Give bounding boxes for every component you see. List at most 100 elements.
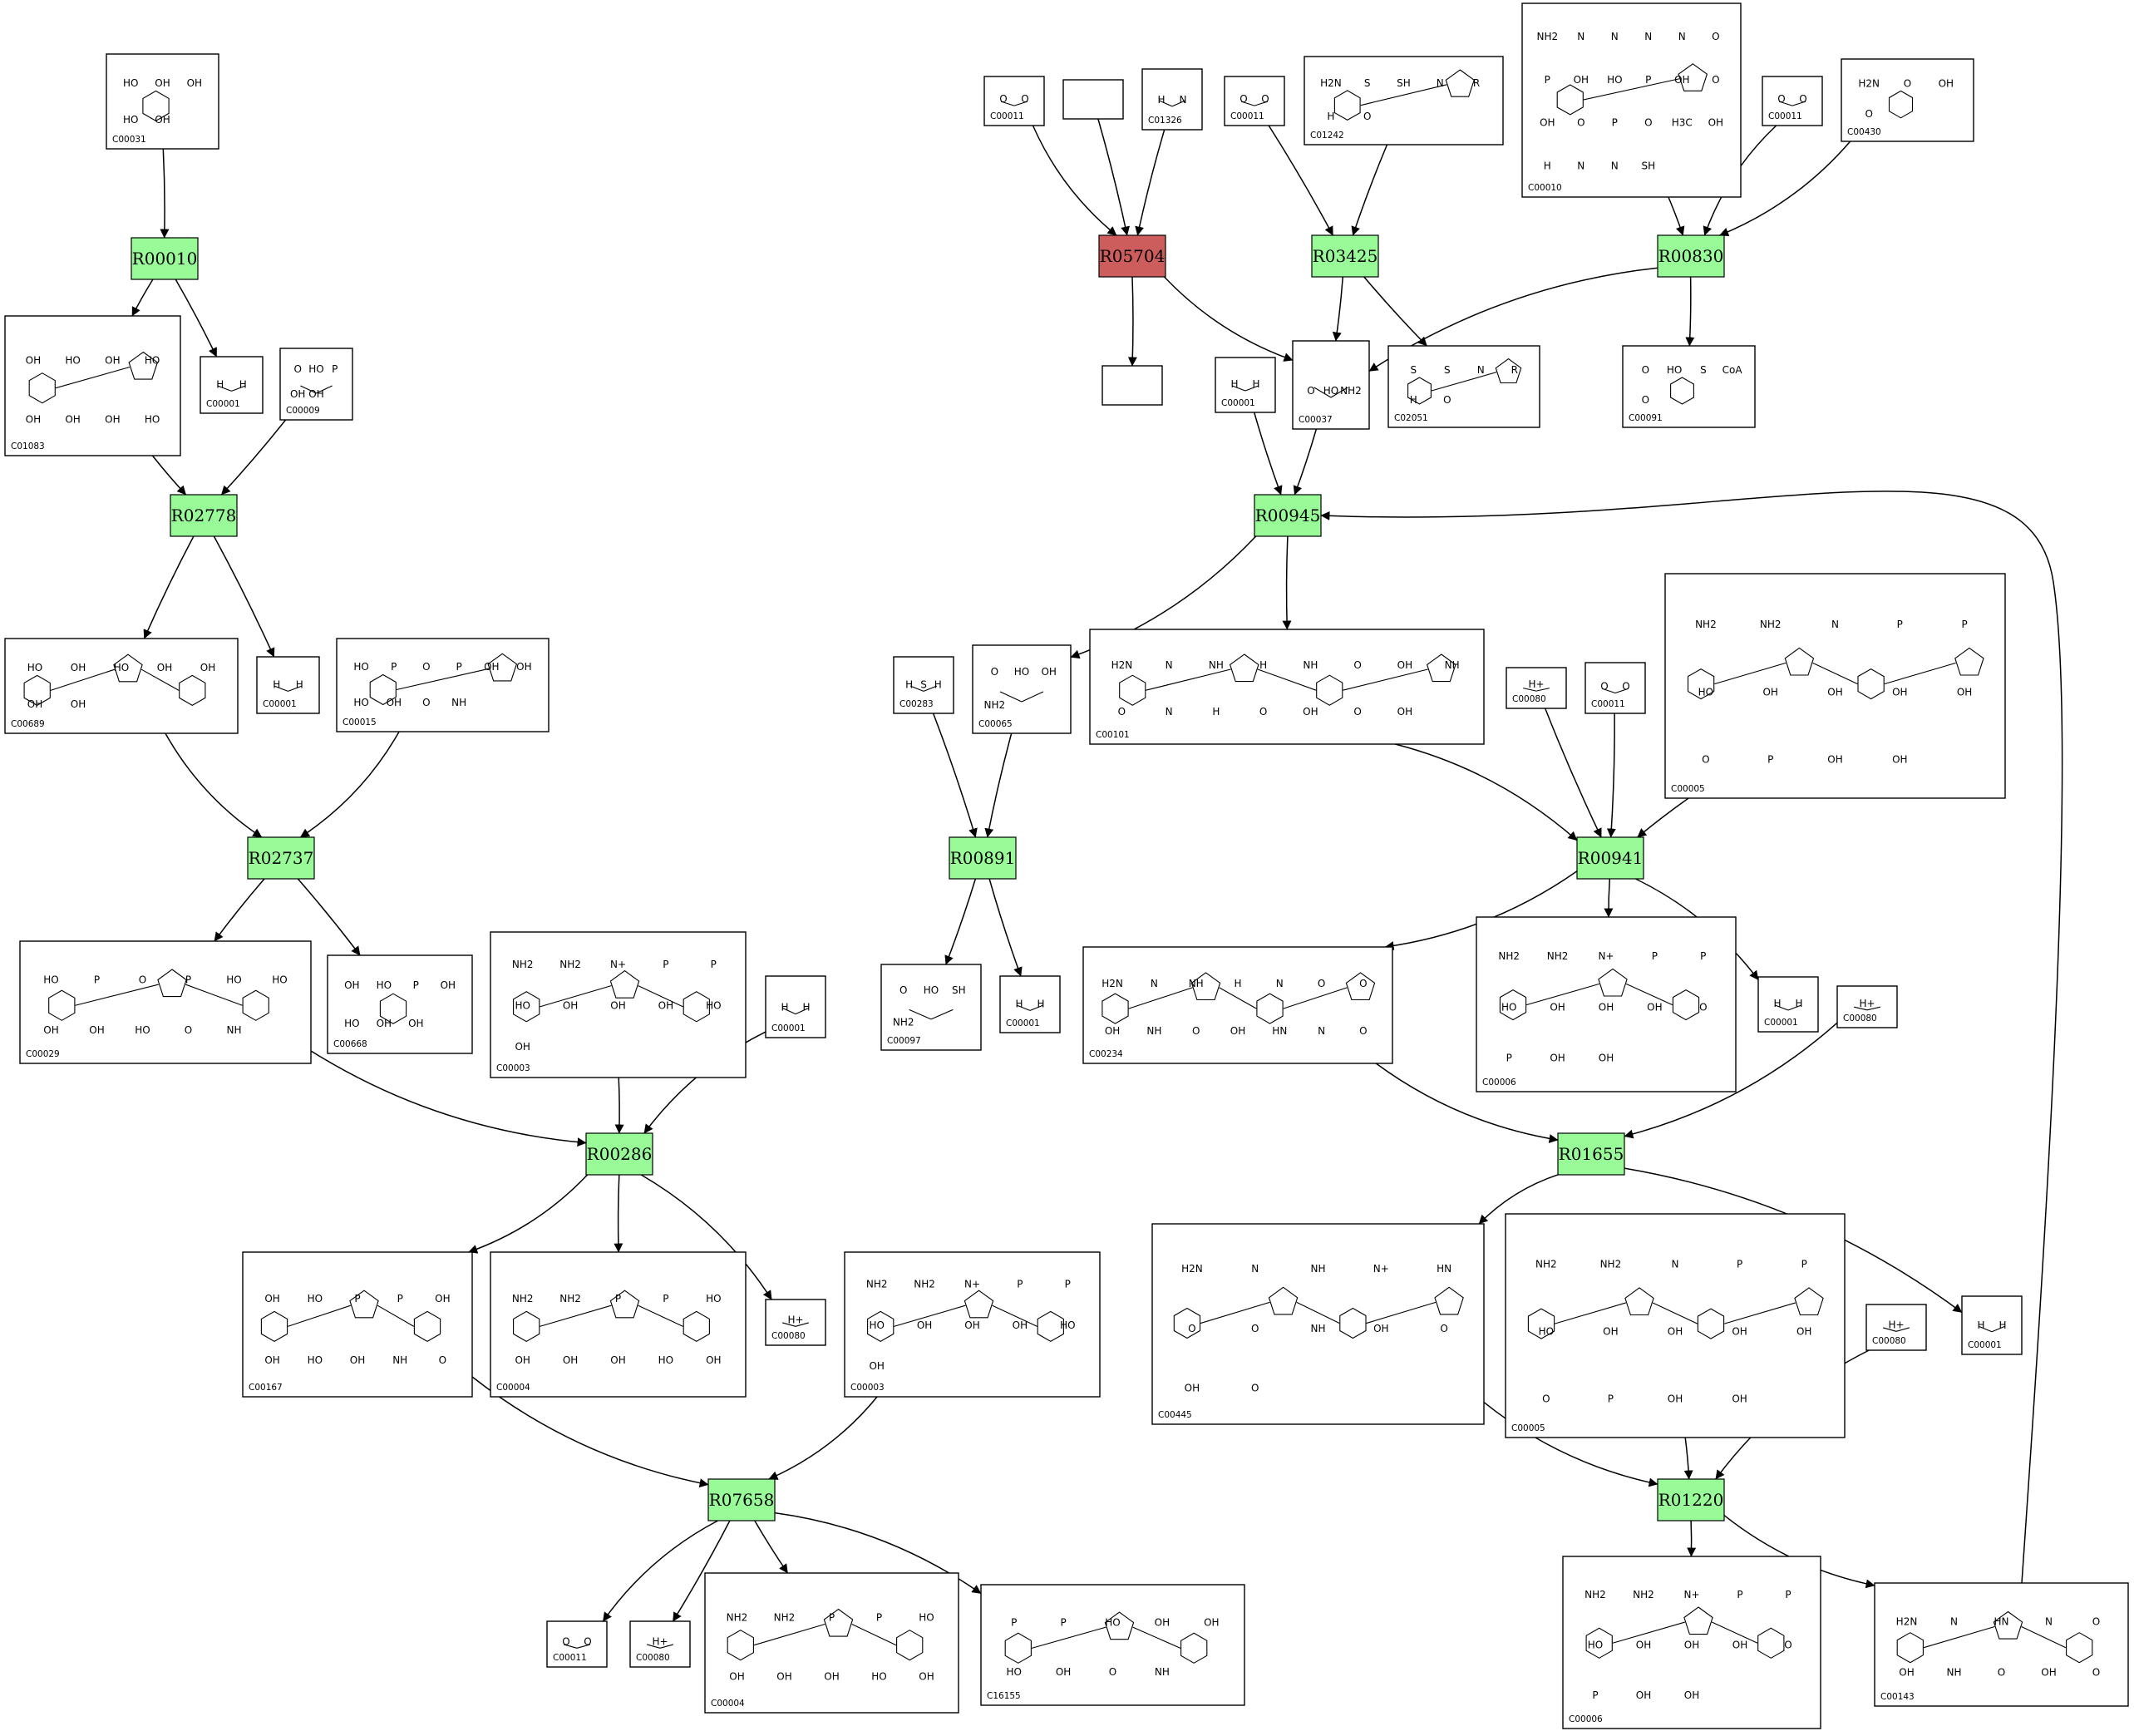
reaction-node[interactable]: R00941 — [1576, 836, 1644, 880]
reaction-node[interactable]: R01655 — [1557, 1132, 1625, 1176]
compound-box[interactable] — [242, 1251, 473, 1398]
reaction-node[interactable]: R07658 — [707, 1478, 776, 1521]
reaction-box[interactable] — [1311, 234, 1379, 278]
compound-box[interactable] — [765, 1299, 826, 1346]
reaction-node[interactable]: R03425 — [1311, 234, 1379, 278]
compound-box[interactable] — [1622, 345, 1756, 428]
compound-box[interactable] — [1836, 985, 1898, 1028]
compound-box[interactable] — [972, 644, 1072, 734]
compound-box[interactable] — [336, 638, 550, 732]
reaction-node[interactable]: R00286 — [585, 1132, 653, 1176]
reaction-box[interactable] — [1657, 1478, 1725, 1521]
compound-box[interactable] — [106, 53, 219, 150]
compound-node[interactable] — [1101, 365, 1163, 406]
compound-node[interactable] — [1062, 79, 1124, 120]
compound-node[interactable]: H+C00080 — [1506, 667, 1567, 709]
compound-box[interactable] — [1757, 976, 1819, 1033]
compound-box[interactable] — [200, 356, 264, 414]
compound-box[interactable] — [279, 348, 353, 421]
reaction-box[interactable] — [1657, 234, 1725, 278]
compound-box[interactable] — [1304, 56, 1504, 145]
compound-box[interactable] — [1865, 1304, 1927, 1351]
compound-box[interactable] — [1874, 1582, 2129, 1707]
reaction-box[interactable] — [585, 1132, 653, 1176]
reaction-box[interactable] — [1098, 234, 1166, 278]
compound-box[interactable] — [1562, 1556, 1821, 1729]
compound-box[interactable] — [893, 656, 954, 714]
compound-box[interactable] — [1664, 573, 2006, 799]
compound-box[interactable] — [1841, 58, 1974, 142]
reaction-node[interactable]: R00945 — [1254, 494, 1322, 537]
compound-box[interactable] — [1224, 76, 1285, 126]
compound-box[interactable] — [1387, 345, 1540, 428]
compound-box[interactable] — [4, 638, 239, 734]
compound-box[interactable] — [256, 656, 320, 714]
compound-box[interactable] — [1476, 916, 1737, 1092]
reaction-node[interactable]: R02778 — [170, 494, 238, 537]
reaction-node[interactable]: R00830 — [1657, 234, 1725, 278]
compound-box[interactable] — [1762, 76, 1823, 126]
compound-node[interactable]: H+C00080 — [765, 1299, 826, 1346]
compound-box[interactable] — [327, 954, 473, 1054]
compound-box[interactable] — [1505, 1213, 1846, 1438]
compound-box[interactable] — [983, 76, 1045, 126]
compound-box[interactable] — [629, 1620, 691, 1668]
compound-box[interactable] — [546, 1620, 608, 1668]
reaction-box[interactable] — [247, 836, 315, 880]
compound-box[interactable] — [4, 315, 181, 456]
reaction-box[interactable] — [949, 836, 1017, 880]
compound-box[interactable] — [999, 975, 1061, 1033]
compound-node[interactable]: H+C00080 — [1865, 1304, 1927, 1351]
reaction-box[interactable] — [1254, 494, 1322, 537]
reaction-node[interactable]: R00891 — [949, 836, 1017, 880]
compound-box[interactable] — [1089, 629, 1485, 745]
compound-box[interactable] — [1215, 357, 1276, 413]
compound-box[interactable] — [1082, 946, 1393, 1064]
compound-box[interactable] — [1961, 1295, 2023, 1355]
reaction-node[interactable]: R05704 — [1098, 234, 1166, 278]
reaction-node[interactable]: R01220 — [1657, 1478, 1725, 1521]
compound-box[interactable] — [490, 931, 747, 1078]
compound-box[interactable] — [880, 964, 982, 1051]
compound-box[interactable] — [490, 1251, 747, 1398]
compound-box[interactable] — [1506, 667, 1567, 709]
reaction-box[interactable] — [131, 237, 199, 280]
reaction-box[interactable] — [170, 494, 238, 537]
compound-box[interactable] — [844, 1251, 1101, 1398]
